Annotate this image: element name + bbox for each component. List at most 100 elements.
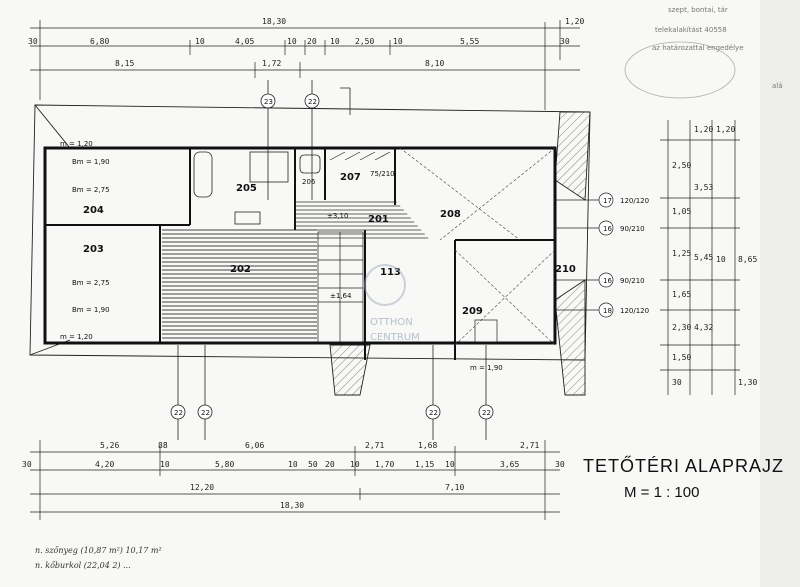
- bottom-dim-row1-2: 6,06: [245, 441, 264, 450]
- room-201-label: 201: [368, 214, 389, 225]
- room-202-floor: [162, 228, 317, 341]
- room-206-label: 206: [302, 178, 316, 186]
- bottom-dim-row2-5: 50: [308, 460, 318, 469]
- right-dim-total: 8,65: [738, 255, 757, 264]
- bottom-dim-row3-a: 12,20: [190, 483, 214, 492]
- top-dim-4: 10: [287, 37, 297, 46]
- top-dim-9: 5,55: [460, 37, 479, 46]
- top-sub-dim-3: 8,10: [425, 59, 444, 68]
- marker-22-bottom-1: 22: [174, 409, 183, 417]
- right-dim-a8: 30: [672, 378, 682, 387]
- bottom-dim-row1-4: 1,68: [418, 441, 437, 450]
- marker-16-size: 90/210: [620, 225, 645, 233]
- bathroom-fixtures: [193, 151, 321, 225]
- roof-outline: [29, 104, 591, 396]
- bottom-dim-row2-11: 3,65: [500, 460, 519, 469]
- room-210-label: 210: [555, 264, 576, 275]
- top-dimension-chain: [30, 20, 580, 110]
- note-level-113: ±1,64: [330, 292, 352, 300]
- top-sub-dim-1: 8,15: [115, 59, 134, 68]
- room-205-label: 205: [236, 183, 257, 194]
- section-markers-bottom: [170, 345, 494, 440]
- bottom-dim-row2-8: 1,70: [375, 460, 394, 469]
- top-dim-1: 6,80: [90, 37, 109, 46]
- top-dim-6: 10: [330, 37, 340, 46]
- watermark-text-2: CENTRUM: [370, 332, 420, 343]
- right-dim-b2: 5,45: [694, 253, 713, 262]
- stamp-line-1: szept, bontai, tár: [668, 6, 728, 14]
- bottom-dim-row3-b: 7,10: [445, 483, 464, 492]
- right-dim-b4: 10: [716, 255, 726, 264]
- note-door-207: 75/210: [370, 170, 395, 178]
- marker-23: 23: [264, 98, 273, 106]
- watermark-text-1: OTTHON: [370, 317, 413, 328]
- footer-line-2: n. kőburkol (22,04 2) ...: [35, 561, 131, 570]
- right-dim-wa: 1,20: [716, 125, 735, 134]
- note-204-b: Bm = 2,75: [72, 186, 110, 194]
- marker-16b-size: 90/210: [620, 277, 645, 285]
- marker-22-top: 22: [308, 98, 317, 106]
- bottom-dim-row2-6: 20: [325, 460, 335, 469]
- marker-22-bottom-3: 22: [429, 409, 438, 417]
- stamp-line-3: az határozattal engedélye: [652, 44, 744, 52]
- marker-17: 17: [603, 197, 612, 205]
- right-dim-a4: 1,25: [672, 249, 691, 258]
- drawing-scale: M = 1 : 100: [624, 484, 699, 501]
- watermark-logo: OTTHON CENTRUM: [364, 264, 420, 343]
- outer-walls: [43, 146, 557, 345]
- top-right-end-dim: 1,20: [565, 17, 584, 26]
- room-207-marks: [329, 151, 391, 161]
- room-201-floor: [295, 200, 430, 240]
- room-207-label: 207: [340, 172, 361, 183]
- marker-16: 16: [603, 225, 612, 233]
- room-202-label: 202: [230, 264, 251, 275]
- drawing-title: TETŐTÉRI ALAPRAJZ: [583, 455, 784, 476]
- marker-17-size: 120/120: [620, 197, 649, 205]
- right-dim-a6: 2,30: [672, 323, 691, 332]
- room-208-label: 208: [440, 209, 461, 220]
- bottom-dim-row2-1: 4,20: [95, 460, 114, 469]
- right-dimension-chain: [555, 120, 740, 395]
- top-dim-3: 4,05: [235, 37, 254, 46]
- section-markers-top: [260, 80, 351, 200]
- bottom-dim-row2-7: 10: [350, 460, 360, 469]
- right-dim-a3: 1,05: [672, 207, 691, 216]
- staircase: [317, 231, 364, 343]
- bottom-dim-row2-9: 1,15: [415, 460, 434, 469]
- stamp-line-2: telekalakítást 40558: [655, 26, 727, 34]
- note-top-sill: m = 1,20: [60, 140, 93, 148]
- right-dim-b1: 3,53: [694, 183, 713, 192]
- note-203-a: Bm = 2,75: [72, 279, 110, 287]
- stamp-tail: alá: [772, 82, 783, 90]
- inner-walls: [45, 148, 555, 360]
- top-dim-5: 20: [307, 37, 317, 46]
- room-209-label: 209: [462, 306, 483, 317]
- note-bottom-sill: m = 1,20: [60, 333, 93, 341]
- bottom-dim-row1-0: 5,26: [100, 441, 119, 450]
- bottom-dim-row1-3: 2,71: [365, 441, 384, 450]
- bottom-dim-row1-5: 2,71: [520, 441, 539, 450]
- footer-line-1: n. szőnyeg (10,87 m²) 10,17 m²: [35, 546, 162, 555]
- marker-18-size: 120/120: [620, 307, 649, 315]
- top-dim-7: 2,50: [355, 37, 374, 46]
- note-level-201: ±3,10: [327, 212, 348, 220]
- right-dim-a2: 2,50: [672, 161, 691, 170]
- room-203-label: 203: [83, 244, 104, 255]
- top-dim-2: 10: [195, 37, 205, 46]
- marker-16b: 16: [603, 277, 612, 285]
- top-left-end-dim: 30: [28, 37, 38, 46]
- top-dim-8: 10: [393, 37, 403, 46]
- approval-stamp: szept, bontai, tár telekalakítást 40558 …: [624, 6, 783, 99]
- note-204-a: Bm = 1,90: [72, 158, 110, 166]
- room-204-label: 204: [83, 205, 104, 216]
- bottom-overall-dim: 18,30: [280, 501, 304, 510]
- room-113-label: 113: [380, 267, 401, 278]
- right-dim-wb: 1,30: [738, 378, 757, 387]
- room-209-fixture: [474, 319, 498, 343]
- bottom-dimension-chain: [30, 440, 560, 520]
- bottom-dim-row2-4: 10: [288, 460, 298, 469]
- right-dim-a7: 1,50: [672, 353, 691, 362]
